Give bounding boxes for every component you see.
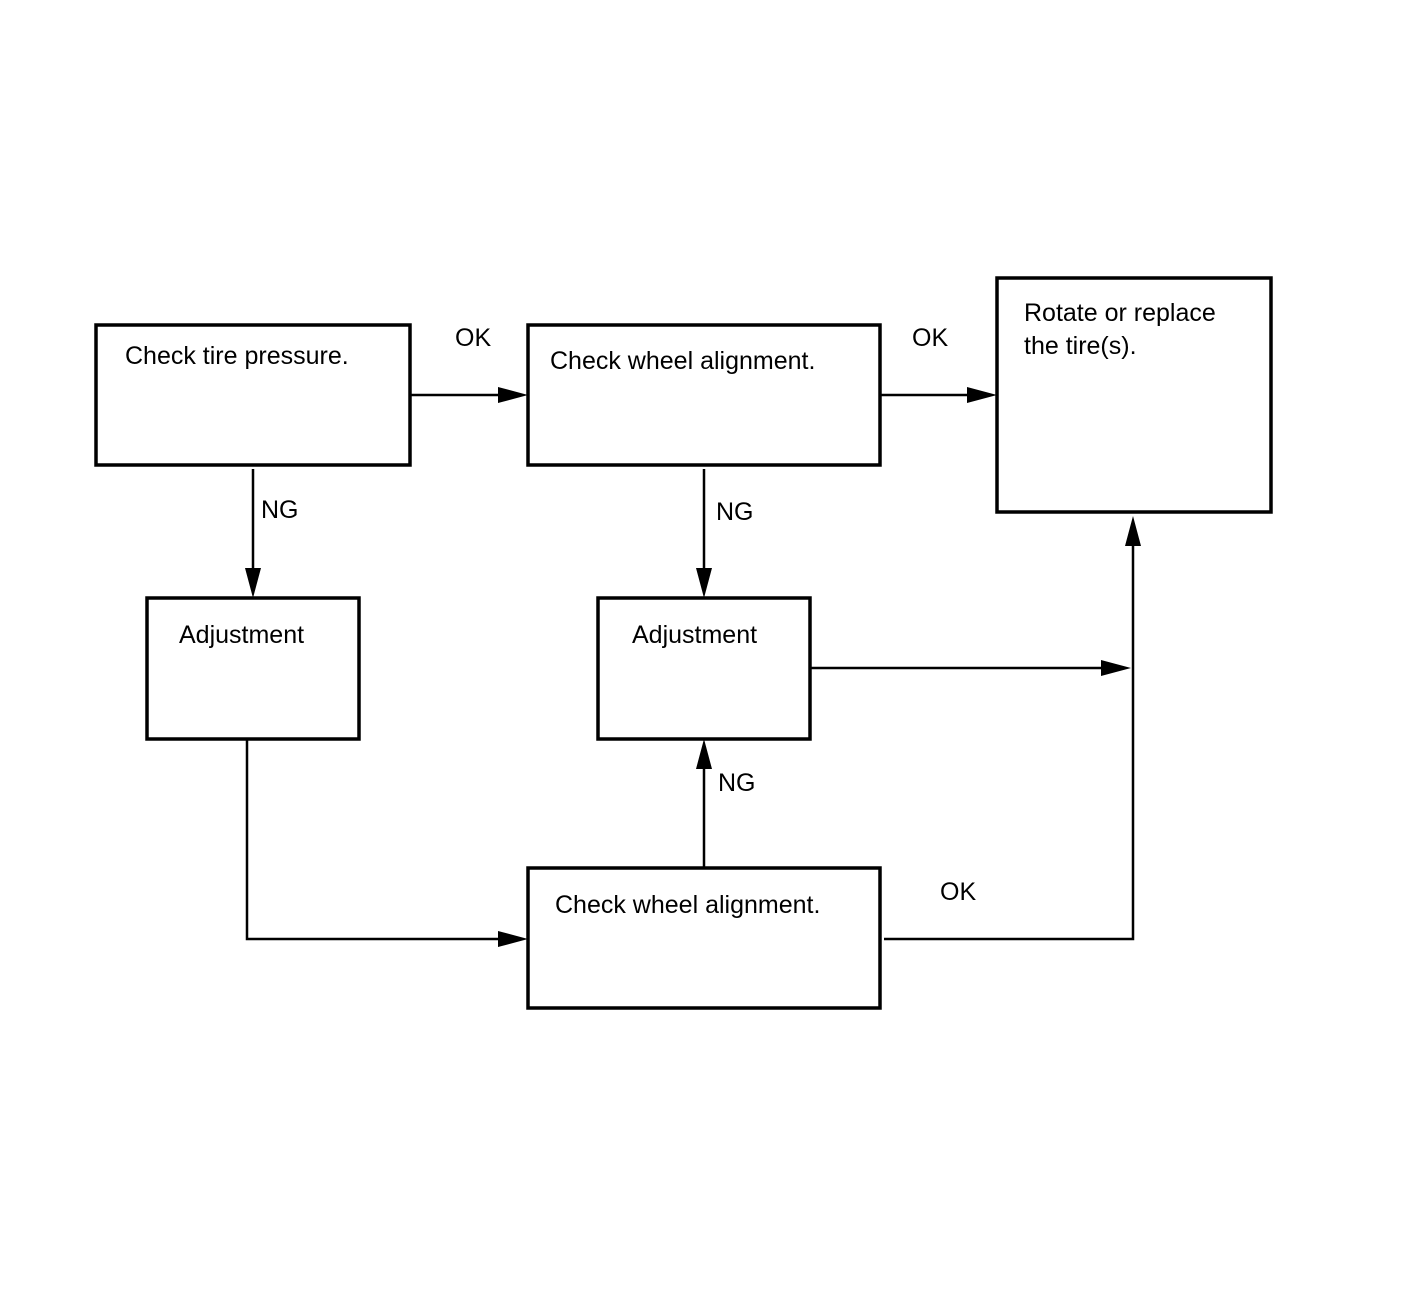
arrowhead-bottom-alignment-to-adjustment xyxy=(696,739,712,769)
adjustment-left-box xyxy=(145,596,361,741)
arrowhead-adjustment-to-rotate-path xyxy=(1101,660,1131,676)
adjustment-left-text: Adjustment xyxy=(179,621,304,649)
rotate-replace-text-line1: Rotate or replace xyxy=(1024,299,1216,327)
check-tire-pressure-text: Check tire pressure. xyxy=(125,342,349,370)
arrowhead-adjustment-left-to-bottom-alignment xyxy=(498,931,528,947)
check-wheel-alignment-bottom-box xyxy=(526,866,882,1010)
label-ok-pressure-to-alignment: OK xyxy=(455,324,491,352)
arrowhead-alignment-to-adjustment xyxy=(696,568,712,598)
label-ok-bottom-alignment-to-rotate: OK xyxy=(940,878,976,906)
rotate-replace-box xyxy=(995,276,1273,514)
label-ng-pressure-to-adjustment: NG xyxy=(261,496,299,524)
connector-adjustment-left-to-bottom-alignment xyxy=(245,739,500,941)
arrowhead-bottom-alignment-to-rotate xyxy=(1125,516,1141,546)
connector-bottom-alignment-to-rotate xyxy=(884,545,1135,941)
label-ng-alignment-to-adjustment: NG xyxy=(716,498,754,526)
check-wheel-alignment-top-box xyxy=(526,323,882,467)
adjustment-middle-text: Adjustment xyxy=(632,621,757,649)
adjustment-middle-box xyxy=(596,596,812,741)
arrowhead-pressure-to-adjustment xyxy=(245,568,261,598)
check-tire-pressure-box xyxy=(94,323,412,467)
arrowhead-alignment-to-rotate xyxy=(967,387,997,403)
check-wheel-alignment-top-text: Check wheel alignment. xyxy=(550,347,815,375)
rotate-replace-text-line2: the tire(s). xyxy=(1024,332,1137,360)
arrowhead-pressure-to-alignment xyxy=(498,387,528,403)
check-wheel-alignment-bottom-text: Check wheel alignment. xyxy=(555,891,820,919)
label-ng-bottom-alignment-to-adjustment: NG xyxy=(718,769,756,797)
label-ok-alignment-to-rotate: OK xyxy=(912,324,948,352)
